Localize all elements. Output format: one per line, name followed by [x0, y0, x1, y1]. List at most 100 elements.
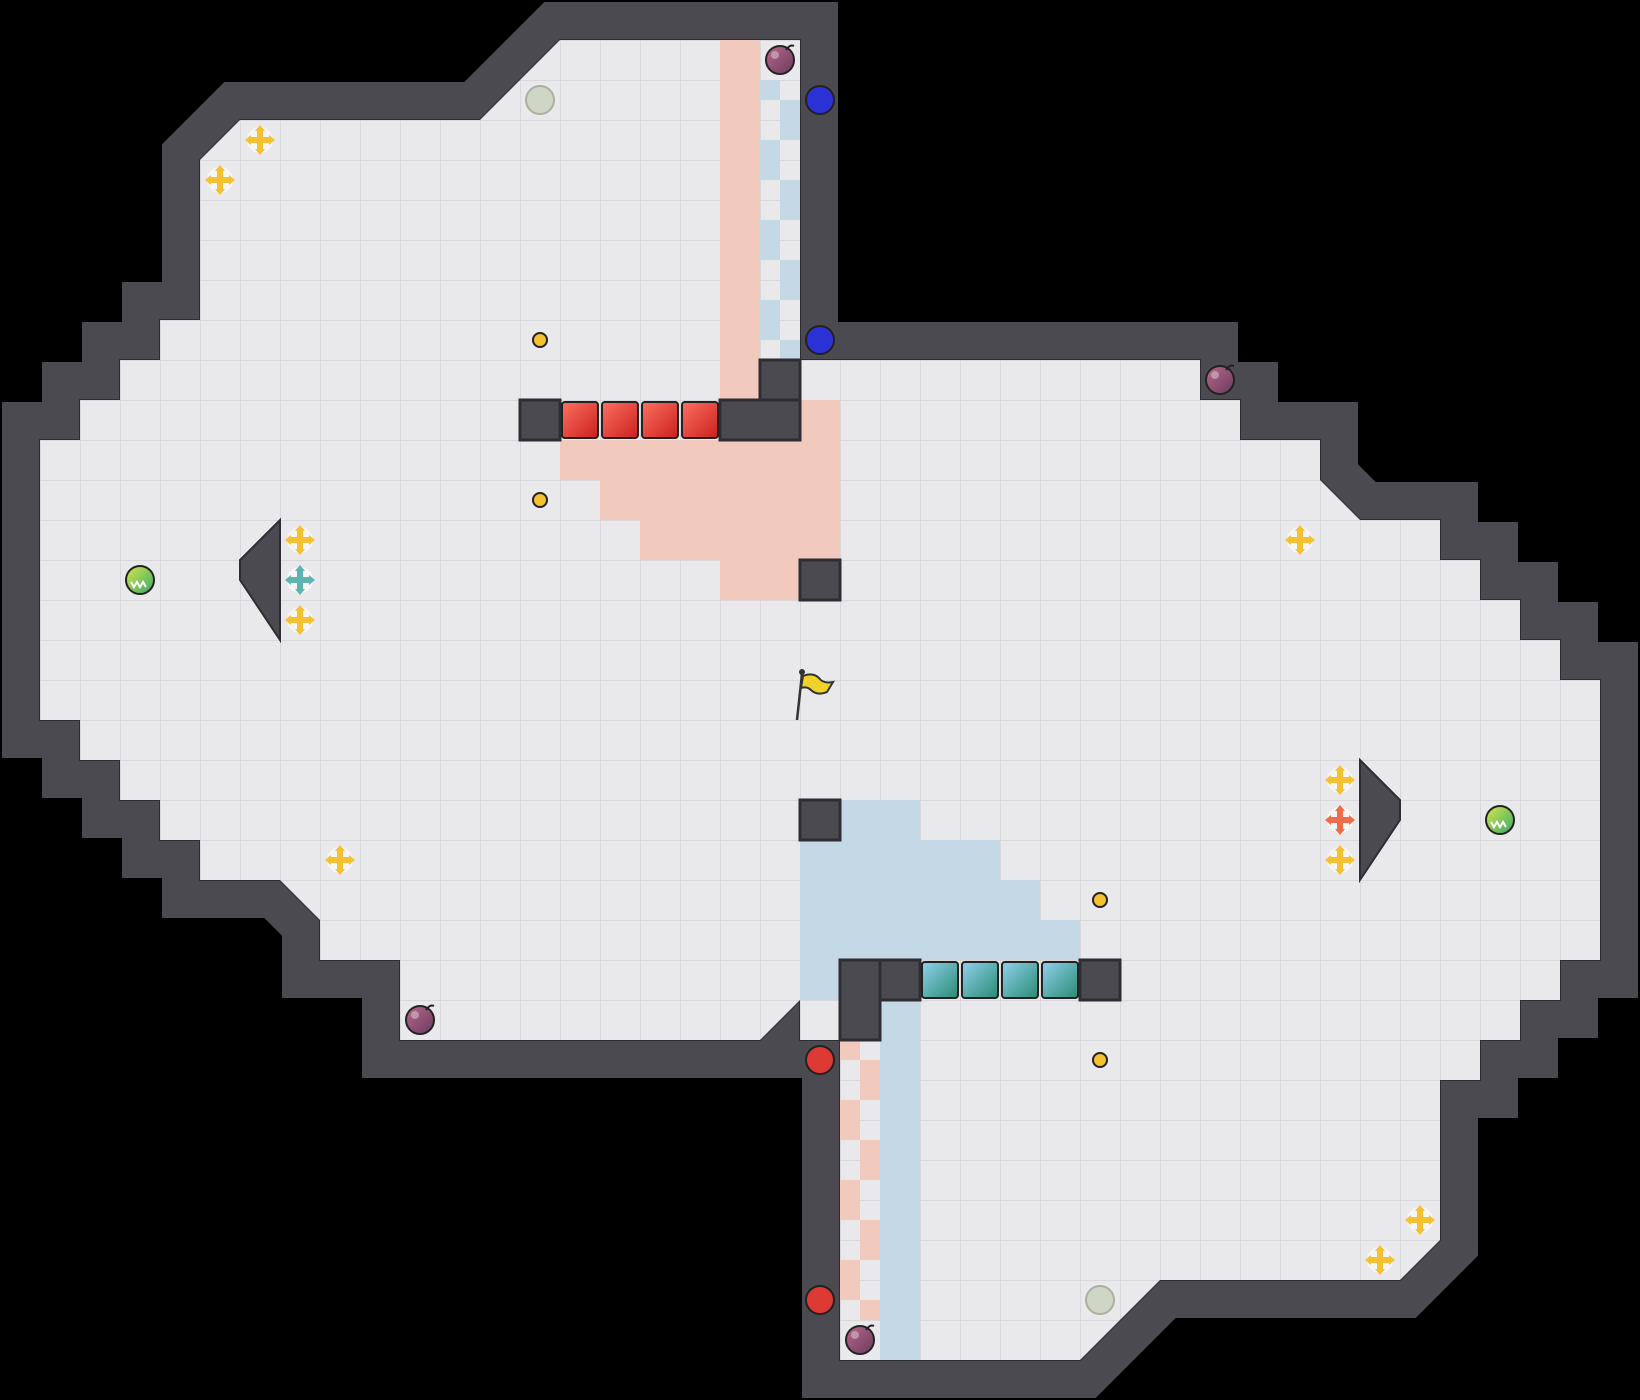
wall-wedge — [239, 517, 281, 644]
red-checker — [860, 1160, 880, 1180]
boost-arrow — [1429, 1215, 1435, 1225]
button — [532, 332, 548, 348]
neutral-flag — [795, 669, 836, 721]
blue-zone — [800, 920, 1080, 960]
wall-block — [1078, 958, 1122, 1002]
powerup-body — [1485, 805, 1515, 835]
boost-arrow — [295, 629, 305, 635]
red-checker — [860, 1240, 880, 1260]
blue-gate — [921, 961, 959, 999]
red-checker — [860, 1080, 880, 1100]
powerup — [1485, 805, 1515, 835]
bomb-shine — [771, 51, 779, 59]
red-checker — [840, 1180, 860, 1200]
boost-arrow — [285, 535, 291, 545]
boost-pad — [245, 125, 275, 155]
blue-checker — [780, 100, 800, 120]
boost-arrow — [335, 845, 345, 851]
boost-arrow — [285, 575, 291, 585]
boost-arrow — [295, 589, 305, 595]
boost-arrow — [1375, 1245, 1385, 1251]
red-checker — [860, 1220, 880, 1240]
red-zone — [800, 400, 840, 560]
boost-arrow — [1295, 549, 1305, 555]
boost-arm — [289, 617, 311, 623]
boost-arrow — [215, 189, 225, 195]
boost-pad — [1325, 765, 1355, 795]
red-zone — [640, 520, 800, 560]
wall-block — [718, 398, 802, 442]
red-checker — [860, 1060, 880, 1080]
powerup-body — [125, 565, 155, 595]
bomb — [845, 1324, 875, 1355]
blue-gate — [1041, 961, 1079, 999]
boost-arrow — [1389, 1255, 1395, 1265]
blue-zone — [840, 800, 920, 840]
boost-arrow — [1349, 815, 1355, 825]
red-spawn — [805, 1285, 835, 1315]
boost-arrow — [295, 525, 305, 531]
boost-arrow — [1309, 535, 1315, 545]
boost-arrow — [229, 175, 235, 185]
boost-pad — [285, 525, 315, 555]
blue-boost-pad — [285, 565, 315, 595]
bomb — [405, 1004, 435, 1035]
blue-checker — [760, 80, 780, 100]
boost-arrow — [349, 855, 355, 865]
boost-pad — [1285, 525, 1315, 555]
bomb-shine — [851, 1331, 859, 1339]
blue-checker — [780, 200, 800, 220]
red-gate — [601, 401, 639, 439]
bomb-shine — [1211, 371, 1219, 379]
wall-block — [798, 558, 842, 602]
boost-arrow — [1335, 869, 1345, 875]
boost-arrow — [295, 605, 305, 611]
boost-pad — [1405, 1205, 1435, 1235]
bomb — [765, 44, 795, 75]
bomb-body — [845, 1325, 875, 1355]
boost-arm — [289, 577, 311, 583]
boost-arm — [1369, 1257, 1391, 1263]
boost-arrow — [245, 135, 251, 145]
map-items — [125, 44, 1515, 1355]
boost-arrow — [255, 149, 265, 155]
boost-arrow — [215, 165, 225, 171]
blue-checker — [760, 300, 780, 320]
blue-checker — [780, 180, 800, 200]
blue-checker — [760, 160, 780, 180]
bomb-body — [765, 45, 795, 75]
bomb-shine — [411, 1011, 419, 1019]
boost-arrow — [1349, 855, 1355, 865]
bomb-fuse — [1225, 364, 1235, 371]
blue-checker — [760, 240, 780, 260]
boost-arrow — [1285, 535, 1291, 545]
boost-arrow — [269, 135, 275, 145]
inactive-portal — [525, 85, 555, 115]
blue-zone — [800, 880, 1040, 920]
boost-pad — [205, 165, 235, 195]
red-spawn — [805, 1045, 835, 1075]
wall-block — [758, 358, 802, 402]
boost-arm — [1329, 857, 1351, 863]
blue-checker — [780, 120, 800, 140]
blue-checker — [780, 340, 800, 360]
boost-arrow — [309, 615, 315, 625]
button — [1092, 892, 1108, 908]
blue-checker — [780, 280, 800, 300]
red-zone — [720, 560, 800, 600]
blue-checker — [760, 140, 780, 160]
blue-zone — [800, 840, 1000, 880]
bomb — [1205, 364, 1235, 395]
boost-arrow — [309, 535, 315, 545]
boost-arm — [1329, 817, 1351, 823]
boost-arm — [1289, 537, 1311, 543]
wall-block — [518, 398, 562, 442]
boost-arrow — [1415, 1229, 1425, 1235]
powerup-mark — [1490, 820, 1507, 829]
blue-gate — [1001, 961, 1039, 999]
boost-arrow — [1349, 775, 1355, 785]
red-checker — [840, 1120, 860, 1140]
boost-pad — [325, 845, 355, 875]
boost-arrow — [1295, 525, 1305, 531]
